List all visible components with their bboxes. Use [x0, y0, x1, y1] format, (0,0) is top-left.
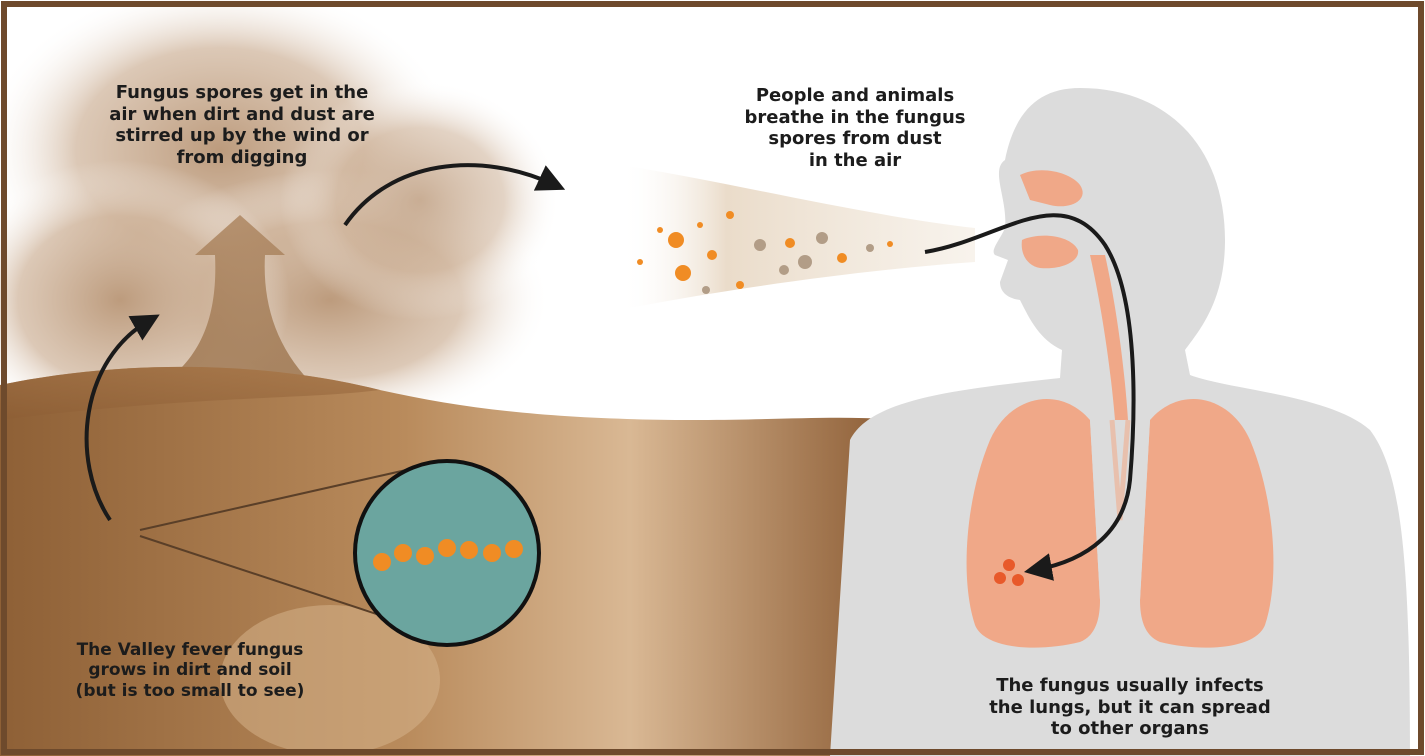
magnifier-circle-icon	[355, 461, 539, 645]
caption-grows-in-soil: The Valley fever fungus grows in dirt an…	[40, 640, 340, 701]
caption-infects-lungs: The fungus usually infects the lungs, bu…	[930, 675, 1330, 740]
caption-breathe-in: People and animals breathe in the fungus…	[690, 85, 1020, 171]
caption-spores-in-air: Fungus spores get in the air when dirt a…	[62, 82, 422, 168]
